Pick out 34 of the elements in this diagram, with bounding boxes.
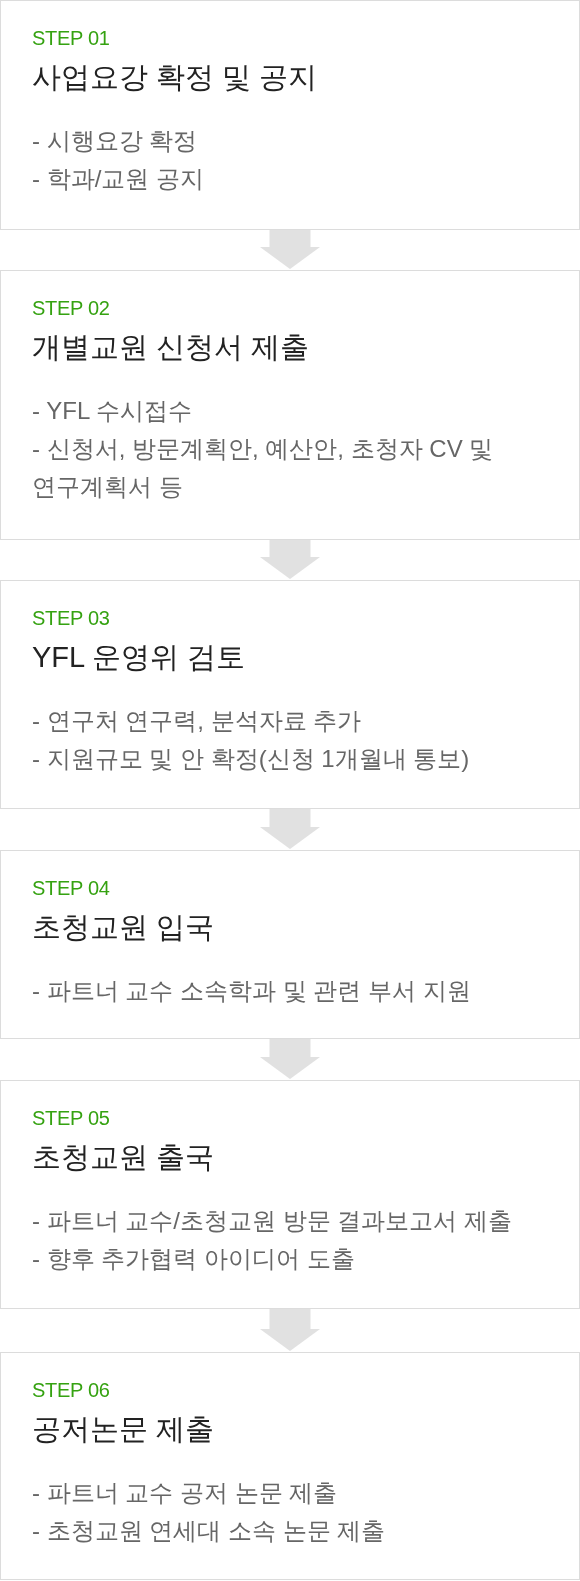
- down-arrow: [260, 809, 320, 849]
- step-number: STEP 02: [32, 296, 111, 320]
- step-card: [0, 270, 580, 540]
- down-arrow: [260, 1039, 320, 1079]
- step-number: STEP 05: [32, 1106, 111, 1130]
- step-card: [0, 580, 580, 809]
- down-arrow: [260, 230, 320, 269]
- step-detail: - 파트너 교수 공저 논문 제출: [32, 1478, 339, 1508]
- step-card: [0, 1352, 580, 1580]
- step-detail: - 지원규모 및 안 확정(신청 1개월내 통보): [32, 744, 471, 774]
- step-detail: - 시행요강 확정: [32, 126, 199, 156]
- step-card: [0, 1080, 580, 1309]
- step-title: 사업요강 확정 및 공지: [32, 60, 319, 95]
- down-arrow: [260, 1309, 320, 1351]
- step-title: 개별교원 신청서 제출: [32, 330, 311, 365]
- step-card: [0, 850, 580, 1039]
- step-title: 초청교원 입국: [32, 910, 216, 945]
- step-detail: - 신청서, 방문계획안, 예산안, 초청자 CV 및 연구계획서 등: [32, 434, 495, 502]
- step-detail: - 초청교원 연세대 소속 논문 제출: [32, 1516, 387, 1546]
- step-detail: - YFL 수시접수: [32, 396, 194, 426]
- step-number: STEP 06: [32, 1378, 111, 1402]
- step-title: YFL 운영위 검토: [32, 640, 247, 675]
- down-arrow: [260, 540, 320, 579]
- step-detail: - 학과/교원 공지: [32, 164, 205, 194]
- step-detail: - 파트너 교수/초청교원 방문 결과보고서 제출: [32, 1206, 513, 1236]
- step-card: [0, 0, 580, 230]
- step-title: 공저논문 제출: [32, 1412, 216, 1447]
- step-detail: - 파트너 교수 소속학과 및 관련 부서 지원: [32, 976, 472, 1006]
- step-detail: - 향후 추가협력 아이디어 도출: [32, 1244, 356, 1274]
- step-number: STEP 01: [32, 26, 111, 50]
- step-number: STEP 04: [32, 876, 111, 900]
- step-title: 초청교원 출국: [32, 1140, 216, 1175]
- step-detail: - 연구처 연구력, 분석자료 추가: [32, 706, 363, 736]
- step-number: STEP 03: [32, 606, 111, 630]
